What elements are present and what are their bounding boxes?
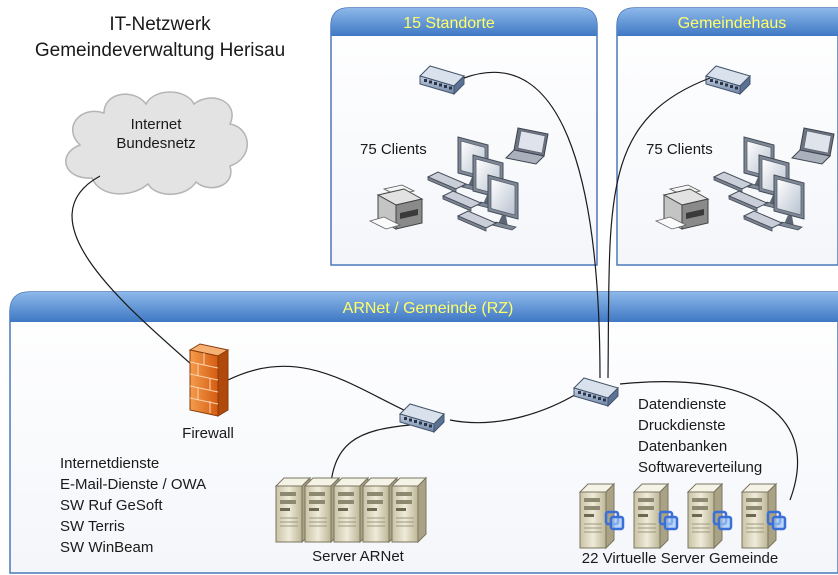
network-links [71, 71, 799, 501]
service-item: Softwareverteilung [638, 459, 762, 476]
service-item: SW Terris [60, 518, 125, 535]
link-firewall-switch [227, 365, 409, 413]
arnet-services-list: Internetdienste E-Mail-Dienste / OWA SW … [60, 455, 206, 556]
link-gemeindehaus-core [607, 77, 711, 379]
firewall-icon [188, 343, 230, 417]
link-switch-core [449, 392, 579, 424]
site-box-gemeindehaus: Gemeindehaus 75 Clients [616, 7, 838, 266]
title-line-1: IT-Netzwerk [109, 14, 211, 35]
link-internet-firewall [71, 175, 201, 373]
service-item: Datendienste [638, 396, 726, 413]
service-item: Datenbanken [638, 438, 727, 455]
title-line-2: Gemeindeverwaltung Herisau [35, 40, 285, 61]
virtual-servers: 22 Virtuelle Server Gemeinde [579, 483, 787, 567]
internet-label: Internet [131, 116, 183, 133]
arnet-servers: Server ARNet [275, 477, 427, 565]
site-header-standorte: 15 Standorte [403, 15, 495, 32]
link-core-virtual [619, 381, 799, 501]
bundesnetz-label: Bundesnetz [116, 135, 195, 152]
site-box-standorte: 15 Standorte 75 Clients [330, 7, 598, 266]
firewall-label: Firewall [182, 425, 234, 442]
service-item: E-Mail-Dienste / OWA [60, 476, 206, 493]
diagram-title: IT-Netzwerk Gemeindeverwaltung Herisau [35, 14, 285, 61]
server-icon [391, 477, 427, 543]
service-item: Druckdienste [638, 417, 726, 434]
link-standorte-core [463, 71, 601, 379]
server-icon [633, 483, 669, 549]
firewall: Firewall [182, 343, 234, 442]
internet-cloud: Internet Bundesnetz [65, 91, 248, 195]
server-icon [741, 483, 777, 549]
service-item: Internetdienste [60, 455, 159, 472]
clients-count-standorte: 75 Clients [360, 141, 427, 158]
gemeinde-services-list: Datendienste Druckdienste Datenbanken So… [638, 396, 762, 476]
datacenter-header: ARNet / Gemeinde (RZ) [343, 300, 514, 317]
server-icon [579, 483, 615, 549]
server-arnet-label: Server ARNet [312, 548, 405, 565]
clients-count-gemeindehaus: 75 Clients [646, 141, 713, 158]
service-item: SW Ruf GeSoft [60, 497, 163, 514]
server-icon [687, 483, 723, 549]
virtual-servers-label: 22 Virtuelle Server Gemeinde [582, 550, 779, 567]
service-item: SW WinBeam [60, 539, 153, 556]
site-header-gemeindehaus: Gemeindehaus [678, 15, 787, 32]
